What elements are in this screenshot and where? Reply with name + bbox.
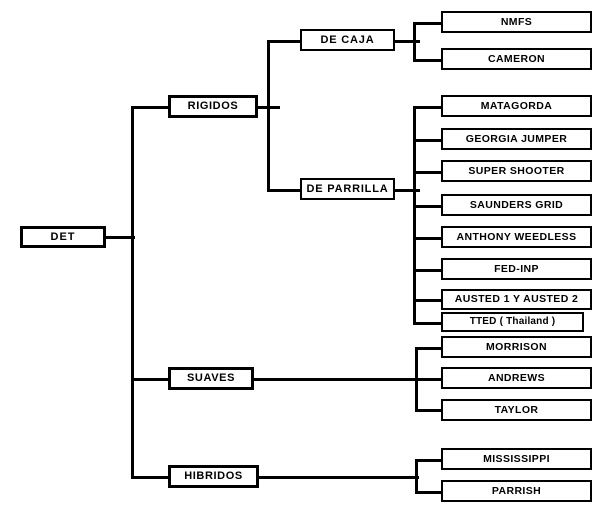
connector-hibridos-to-spine <box>258 476 419 479</box>
connector-trunk-to-rigidos <box>131 106 169 109</box>
connector-de-parrilla-leaf-anthony-weedless <box>413 237 443 240</box>
node-rigidos[interactable]: RIGIDOS <box>168 95 258 118</box>
node-parrish[interactable]: PARRISH <box>441 480 592 502</box>
connector-de-parrilla-to-spine <box>394 189 420 192</box>
connector-de-parrilla-leaf-tted <box>413 322 443 325</box>
connector-hibridos-leaf-parrish <box>415 491 443 494</box>
node-nmfs[interactable]: NMFS <box>441 11 592 33</box>
connector-de-caja-leaf-nmfs <box>413 22 443 25</box>
connector-de-caja-to-spine <box>394 40 420 43</box>
node-saunders-grid[interactable]: SAUNDERS GRID <box>441 194 592 216</box>
node-de-caja[interactable]: DE CAJA <box>300 29 395 51</box>
node-anthony-weedless[interactable]: ANTHONY WEEDLESS <box>441 226 592 248</box>
connector-de-parrilla-leaf-matagorda <box>413 106 443 109</box>
node-de-parrilla[interactable]: DE PARRILLA <box>300 178 395 200</box>
connector-de-parrilla-leaf-saunders-grid <box>413 205 443 208</box>
node-tted-thailand[interactable]: TTED ( Thailand ) <box>441 312 584 332</box>
connector-de-caja-leaf-cameron <box>413 59 443 62</box>
connector-de-parrilla-leaf-austed <box>413 299 443 302</box>
node-morrison[interactable]: MORRISON <box>441 336 592 358</box>
node-det[interactable]: DET <box>20 226 106 248</box>
connector-trunk-to-hibridos <box>131 476 169 479</box>
connector-de-parrilla-spine <box>413 106 416 323</box>
node-super-shooter[interactable]: SUPER SHOOTER <box>441 160 592 182</box>
connector-de-parrilla-leaf-fed-inp <box>413 269 443 272</box>
node-fed-inp[interactable]: FED-INP <box>441 258 592 280</box>
node-hibridos[interactable]: HIBRIDOS <box>168 465 259 488</box>
connector-det-to-trunk <box>105 236 135 239</box>
connector-spine-to-de-caja <box>267 40 301 43</box>
connector-de-parrilla-leaf-super-shooter <box>413 171 443 174</box>
connector-rigidos-spine <box>267 40 270 192</box>
node-taylor[interactable]: TAYLOR <box>441 399 592 421</box>
connector-hibridos-spine <box>415 459 418 493</box>
connector-trunk-to-suaves <box>131 378 169 381</box>
connector-hibridos-leaf-mississippi <box>415 459 443 462</box>
connector-suaves-to-spine <box>253 378 419 381</box>
node-andrews[interactable]: ANDREWS <box>441 367 592 389</box>
connector-de-parrilla-leaf-georgia-jumper <box>413 139 443 142</box>
connector-suaves-leaf-taylor <box>415 409 443 412</box>
node-georgia-jumper[interactable]: GEORGIA JUMPER <box>441 128 592 150</box>
node-cameron[interactable]: CAMERON <box>441 48 592 70</box>
connector-suaves-leaf-morrison <box>415 347 443 350</box>
node-suaves[interactable]: SUAVES <box>168 367 254 390</box>
connector-de-caja-spine <box>413 22 416 62</box>
connector-suaves-leaf-andrews <box>415 378 443 381</box>
connector-spine-to-de-parrilla <box>267 189 301 192</box>
connector-main-trunk <box>131 107 134 479</box>
node-austed[interactable]: AUSTED 1 Y AUSTED 2 <box>441 289 592 310</box>
node-matagorda[interactable]: MATAGORDA <box>441 95 592 117</box>
node-mississippi[interactable]: MISSISSIPPI <box>441 448 592 470</box>
